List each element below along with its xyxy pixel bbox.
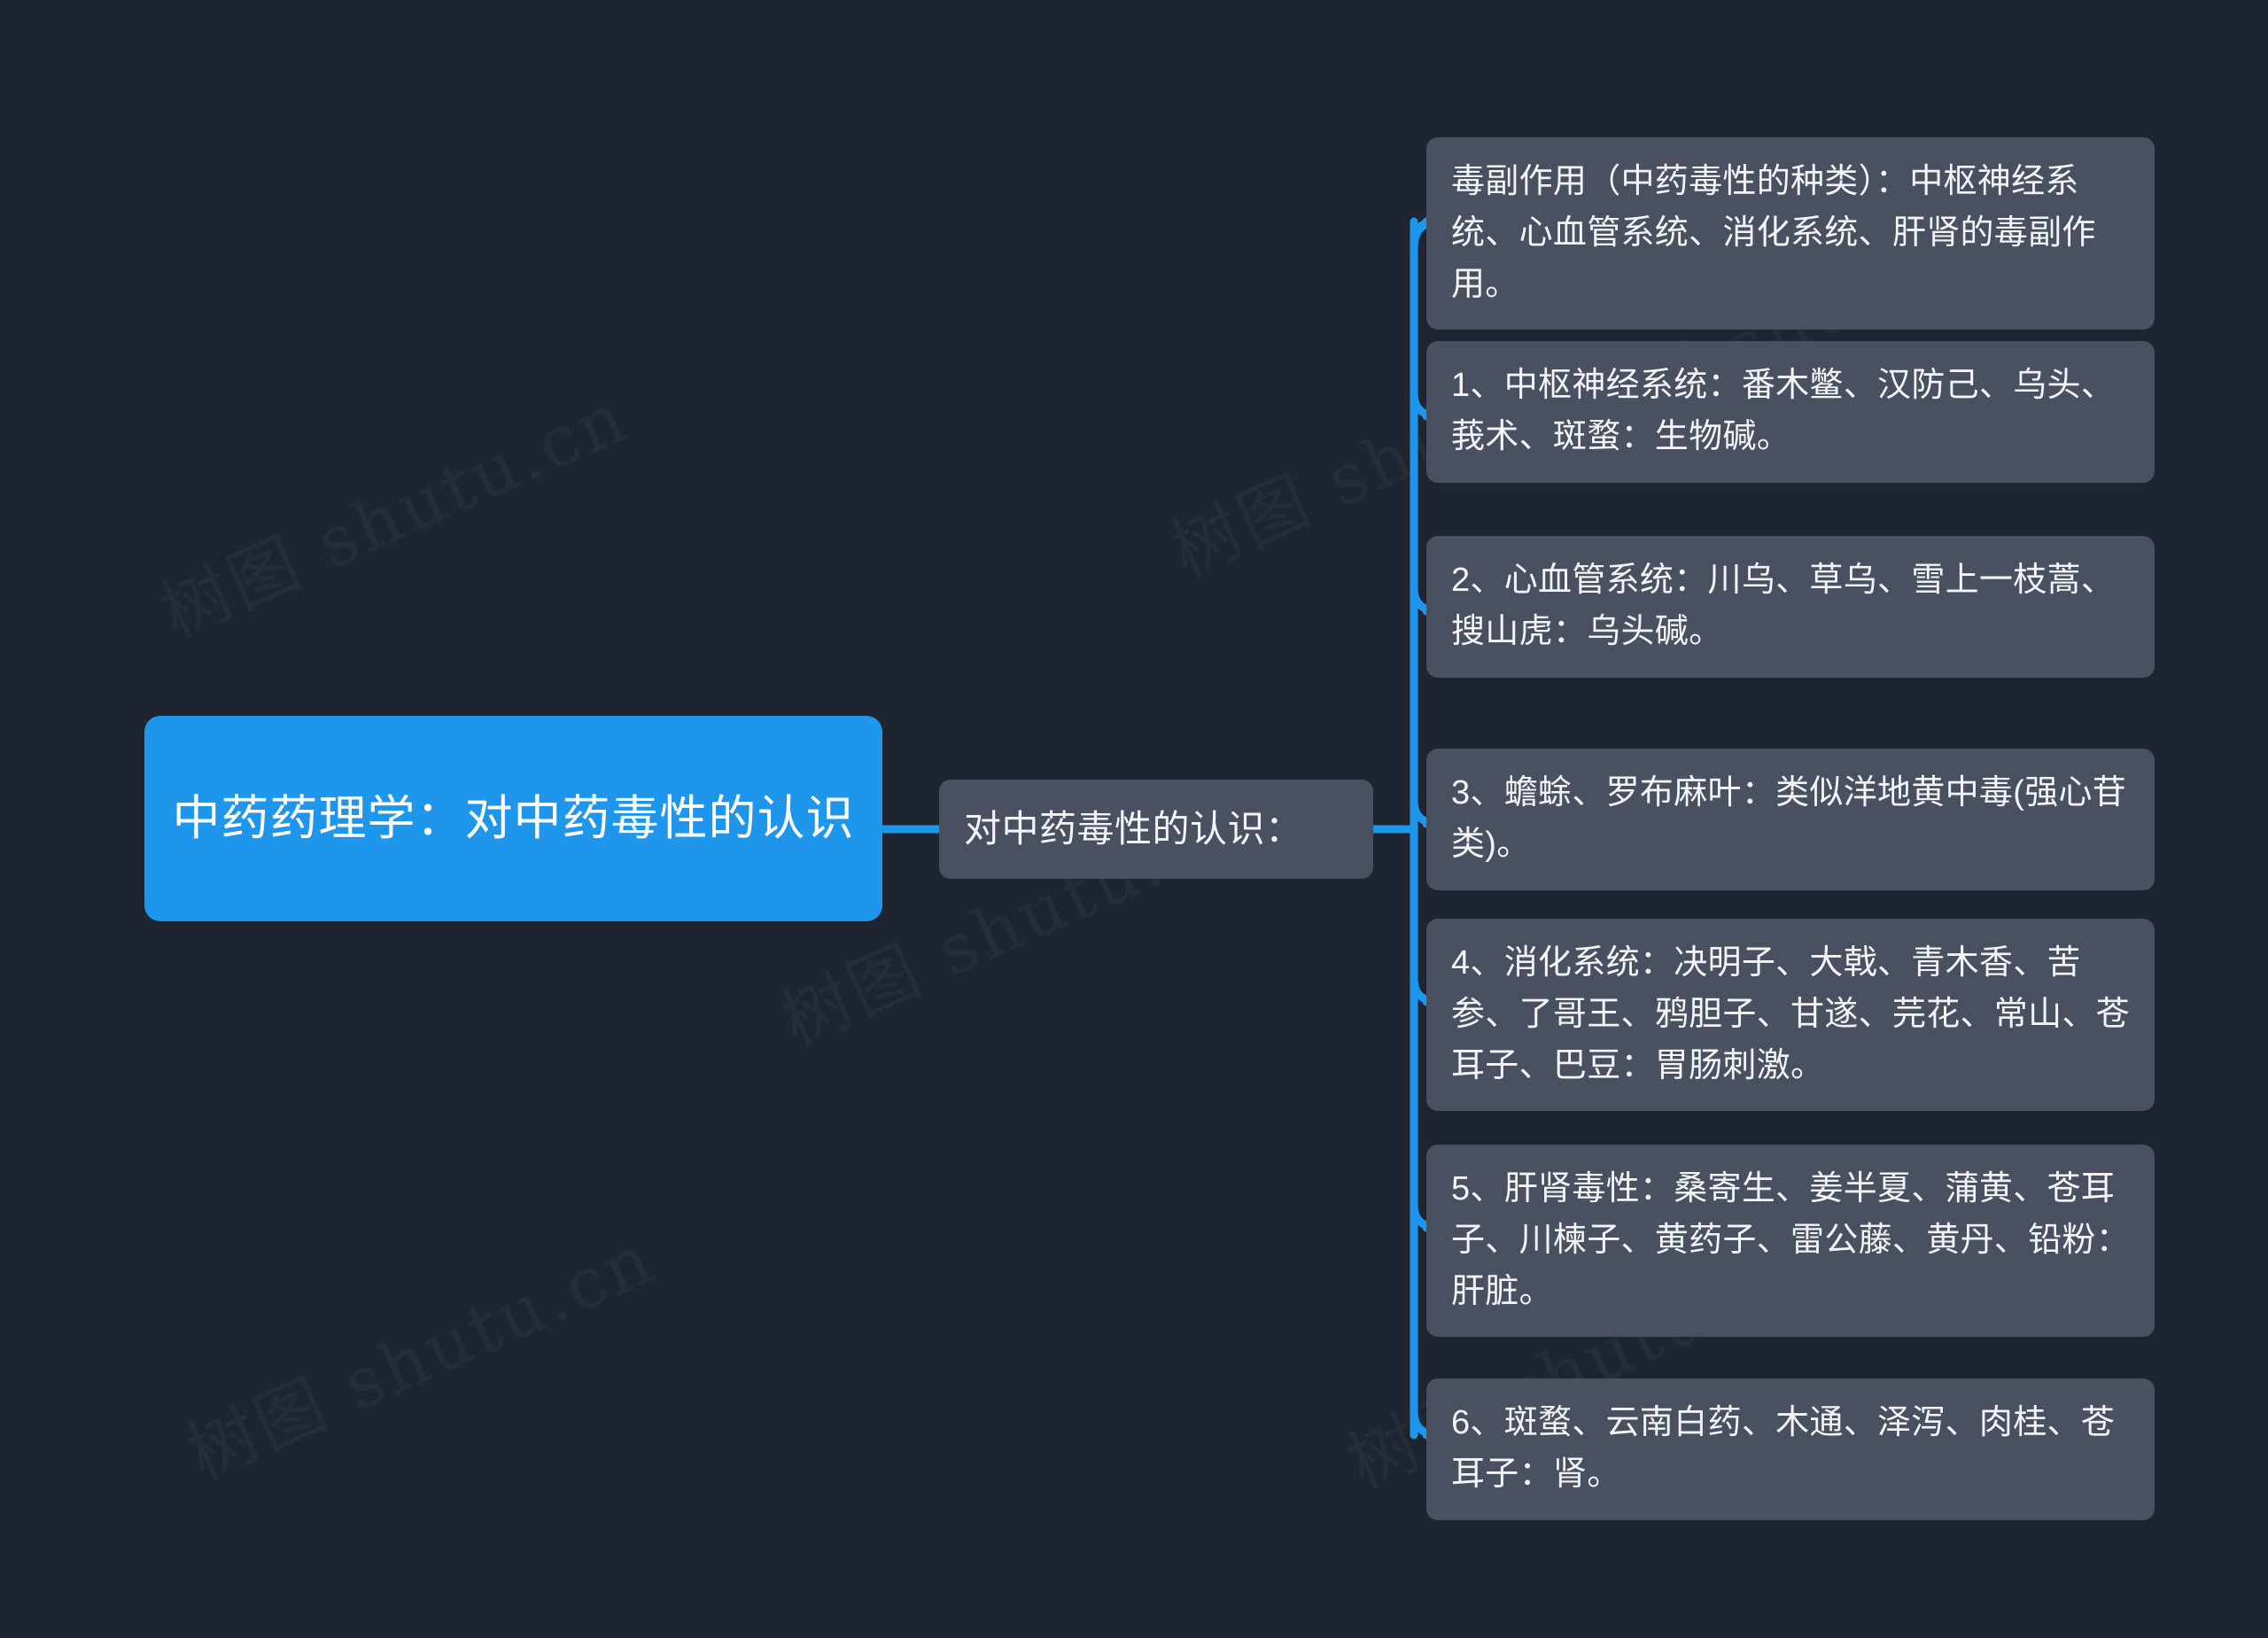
root-node-label: 中药药理学：对中药毒性的认识	[172, 791, 855, 845]
branch-node-label: 对中药毒性的认识：	[964, 807, 1303, 850]
branch-node[interactable]: 对中药毒性的认识：	[939, 780, 1373, 879]
leaf-node-label: 2、心血管系统：川乌、草乌、雪上一枝蒿、搜山虎：乌头碱。	[1451, 562, 2116, 650]
leaf-node-label: 3、蟾蜍、罗布麻叶：类似洋地黄中毒(强心苷类)。	[1451, 774, 2127, 863]
leaf-node-label: 毒副作用（中药毒性的种类）：中枢神经系统、心血管系统、消化系统、肝肾的毒副作用。	[1451, 163, 2096, 303]
root-node[interactable]: 中药药理学：对中药毒性的认识	[144, 716, 882, 921]
leaf-node-label: 6、斑蝥、云南白药、木通、泽泻、肉桂、苍耳子：肾。	[1451, 1404, 2116, 1493]
leaf-node-5[interactable]: 5、肝肾毒性：桑寄生、姜半夏、蒲黄、苍耳子、川楝子、黄药子、雷公藤、黄丹、铅粉：…	[1426, 1145, 2155, 1338]
leaf-node-2[interactable]: 2、心血管系统：川乌、草乌、雪上一枝蒿、搜山虎：乌头碱。	[1426, 536, 2155, 678]
watermark: 树图 shutu.cn	[170, 1205, 668, 1499]
leaf-node-0[interactable]: 毒副作用（中药毒性的种类）：中枢神经系统、心血管系统、消化系统、肝肾的毒副作用。	[1426, 137, 2155, 330]
leaf-node-label: 4、消化系统：决明子、大戟、青木香、苦参、了哥王、鸦胆子、甘遂、芫花、常山、苍耳…	[1451, 944, 2131, 1084]
leaf-node-label: 1、中枢神经系统：番木鳖、汉防己、乌头、莪术、斑蝥：生物碱。	[1451, 367, 2116, 455]
leaf-node-1[interactable]: 1、中枢神经系统：番木鳖、汉防己、乌头、莪术、斑蝥：生物碱。	[1426, 341, 2155, 483]
leaf-node-6[interactable]: 6、斑蝥、云南白药、木通、泽泻、肉桂、苍耳子：肾。	[1426, 1378, 2155, 1520]
watermark: 树图 shutu.cn	[144, 363, 641, 657]
leaf-node-4[interactable]: 4、消化系统：决明子、大戟、青木香、苦参、了哥王、鸦胆子、甘遂、芫花、常山、苍耳…	[1426, 919, 2155, 1112]
leaf-node-3[interactable]: 3、蟾蜍、罗布麻叶：类似洋地黄中毒(强心苷类)。	[1426, 749, 2155, 890]
leaf-node-label: 5、肝肾毒性：桑寄生、姜半夏、蒲黄、苍耳子、川楝子、黄药子、雷公藤、黄丹、铅粉：…	[1451, 1170, 2131, 1310]
